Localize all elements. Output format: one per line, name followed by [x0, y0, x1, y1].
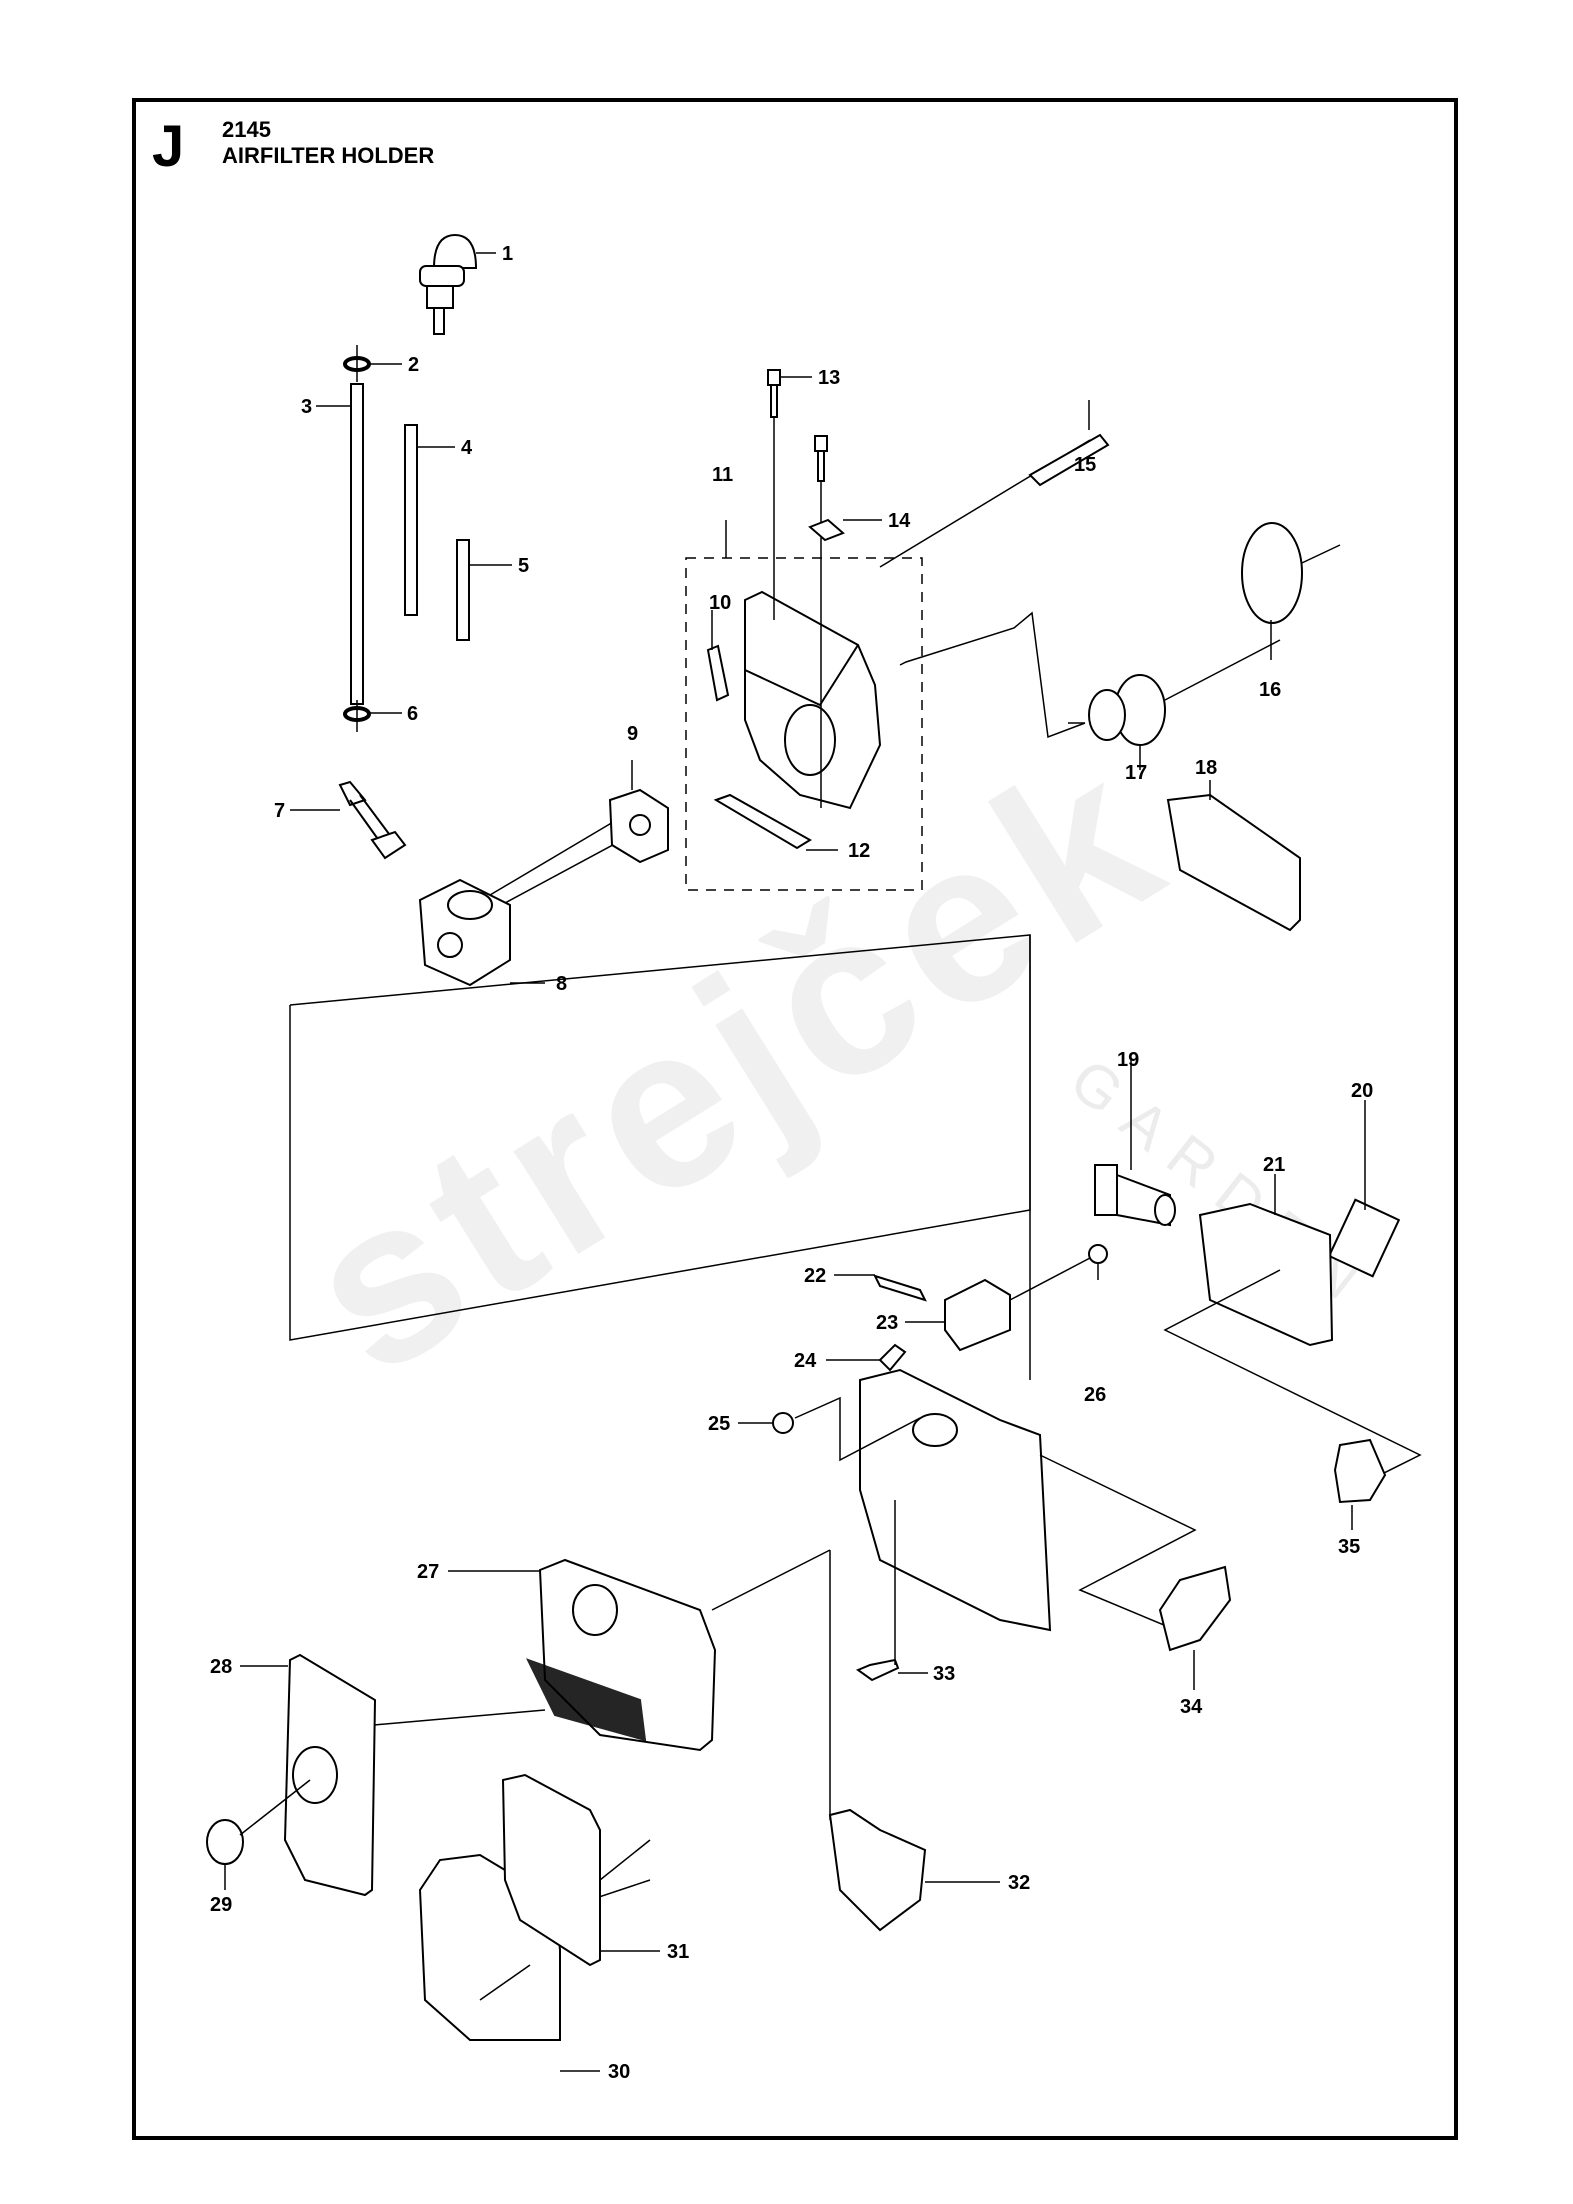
part-air-filter-element: [526, 1558, 717, 1752]
callout-5[interactable]: 5: [518, 555, 530, 577]
diagram-frame: [132, 98, 1458, 2140]
part-cover-knob: [206, 1819, 244, 1865]
callout-27[interactable]: 27: [417, 1561, 440, 1583]
part-choke-flap: [1333, 1438, 1387, 1504]
callout-6[interactable]: 6: [407, 703, 419, 725]
callout-18[interactable]: 18: [1195, 757, 1218, 779]
part-gasket: [608, 788, 669, 864]
callout-11[interactable]: 11: [712, 464, 734, 486]
section-letter: J: [152, 114, 185, 179]
part-adapter-housing: [1198, 1202, 1334, 1347]
callout-28[interactable]: 28: [210, 1656, 233, 1678]
callout-9[interactable]: 9: [627, 723, 639, 745]
part-screw-33: [855, 1658, 900, 1682]
part-choke-lever: [290, 780, 407, 860]
callout-17[interactable]: 17: [1125, 762, 1148, 784]
callout-21[interactable]: 21: [1263, 1154, 1286, 1176]
callout-16[interactable]: 16: [1259, 679, 1282, 701]
part-link-bracket: [944, 1278, 1011, 1352]
callout-2[interactable]: 2: [408, 354, 420, 376]
callout-24[interactable]: 24: [794, 1350, 817, 1372]
section-title: AIRFILTER HOLDER: [222, 143, 435, 168]
part-intake-tube: [1094, 1164, 1176, 1227]
callout-23[interactable]: 23: [876, 1312, 899, 1334]
part-fuel-hose-long: [350, 383, 364, 705]
callout-10[interactable]: 10: [709, 592, 732, 614]
part-filter-cover: [283, 1653, 377, 1897]
part-primer-bulb: [419, 233, 496, 335]
callout-8[interactable]: 8: [556, 973, 568, 995]
callout-14[interactable]: 14: [888, 510, 911, 532]
callout-3[interactable]: 3: [301, 396, 313, 418]
part-gasket-plate: [1166, 793, 1301, 932]
part-fuel-hose-medium: [404, 424, 418, 616]
callout-20[interactable]: 20: [1351, 1080, 1374, 1102]
callout-1[interactable]: 1: [502, 243, 514, 265]
part-hose-clamp: [1241, 522, 1303, 624]
part-nut-26: [1088, 1244, 1108, 1264]
part-choke-assembly: [1158, 1565, 1232, 1652]
callout-22[interactable]: 22: [804, 1265, 827, 1287]
part-lever: [878, 1343, 907, 1372]
callout-29[interactable]: 29: [210, 1894, 233, 1916]
callout-7[interactable]: 7: [274, 800, 286, 822]
part-bolt: [1028, 433, 1110, 487]
part-screw-13: [767, 369, 781, 386]
callout-25[interactable]: 25: [708, 1413, 731, 1435]
callout-34[interactable]: 34: [1180, 1696, 1203, 1718]
model-number: 2145: [222, 117, 271, 142]
callout-12[interactable]: 12: [848, 840, 871, 862]
part-filter-base: [501, 1773, 601, 1967]
part-main-housing: [859, 1368, 1052, 1632]
callout-26[interactable]: 26: [1084, 1384, 1107, 1406]
part-intake-boot: [1068, 674, 1166, 746]
part-pin: [873, 1274, 927, 1302]
part-gasket-small: [1327, 1198, 1401, 1278]
callout-35[interactable]: 35: [1338, 1536, 1361, 1558]
holder-assembly-box: [685, 557, 923, 891]
part-foam-filter: [828, 1808, 927, 1932]
callout-31[interactable]: 31: [667, 1941, 690, 1963]
part-fuel-hose-short: [456, 539, 470, 641]
callout-15[interactable]: 15: [1074, 454, 1097, 476]
callout-33[interactable]: 33: [933, 1663, 956, 1685]
part-pad: [706, 644, 730, 702]
part-strip: [713, 793, 812, 850]
part-holder-body: [744, 590, 882, 810]
callout-30[interactable]: 30: [608, 2061, 631, 2083]
part-carburetor: [418, 878, 545, 987]
part-bracket: [808, 518, 845, 542]
callout-4[interactable]: 4: [461, 437, 473, 459]
callout-13[interactable]: 13: [818, 367, 841, 389]
callout-32[interactable]: 32: [1008, 1872, 1031, 1894]
callout-19[interactable]: 19: [1117, 1049, 1140, 1071]
part-nut-25: [772, 1412, 794, 1434]
